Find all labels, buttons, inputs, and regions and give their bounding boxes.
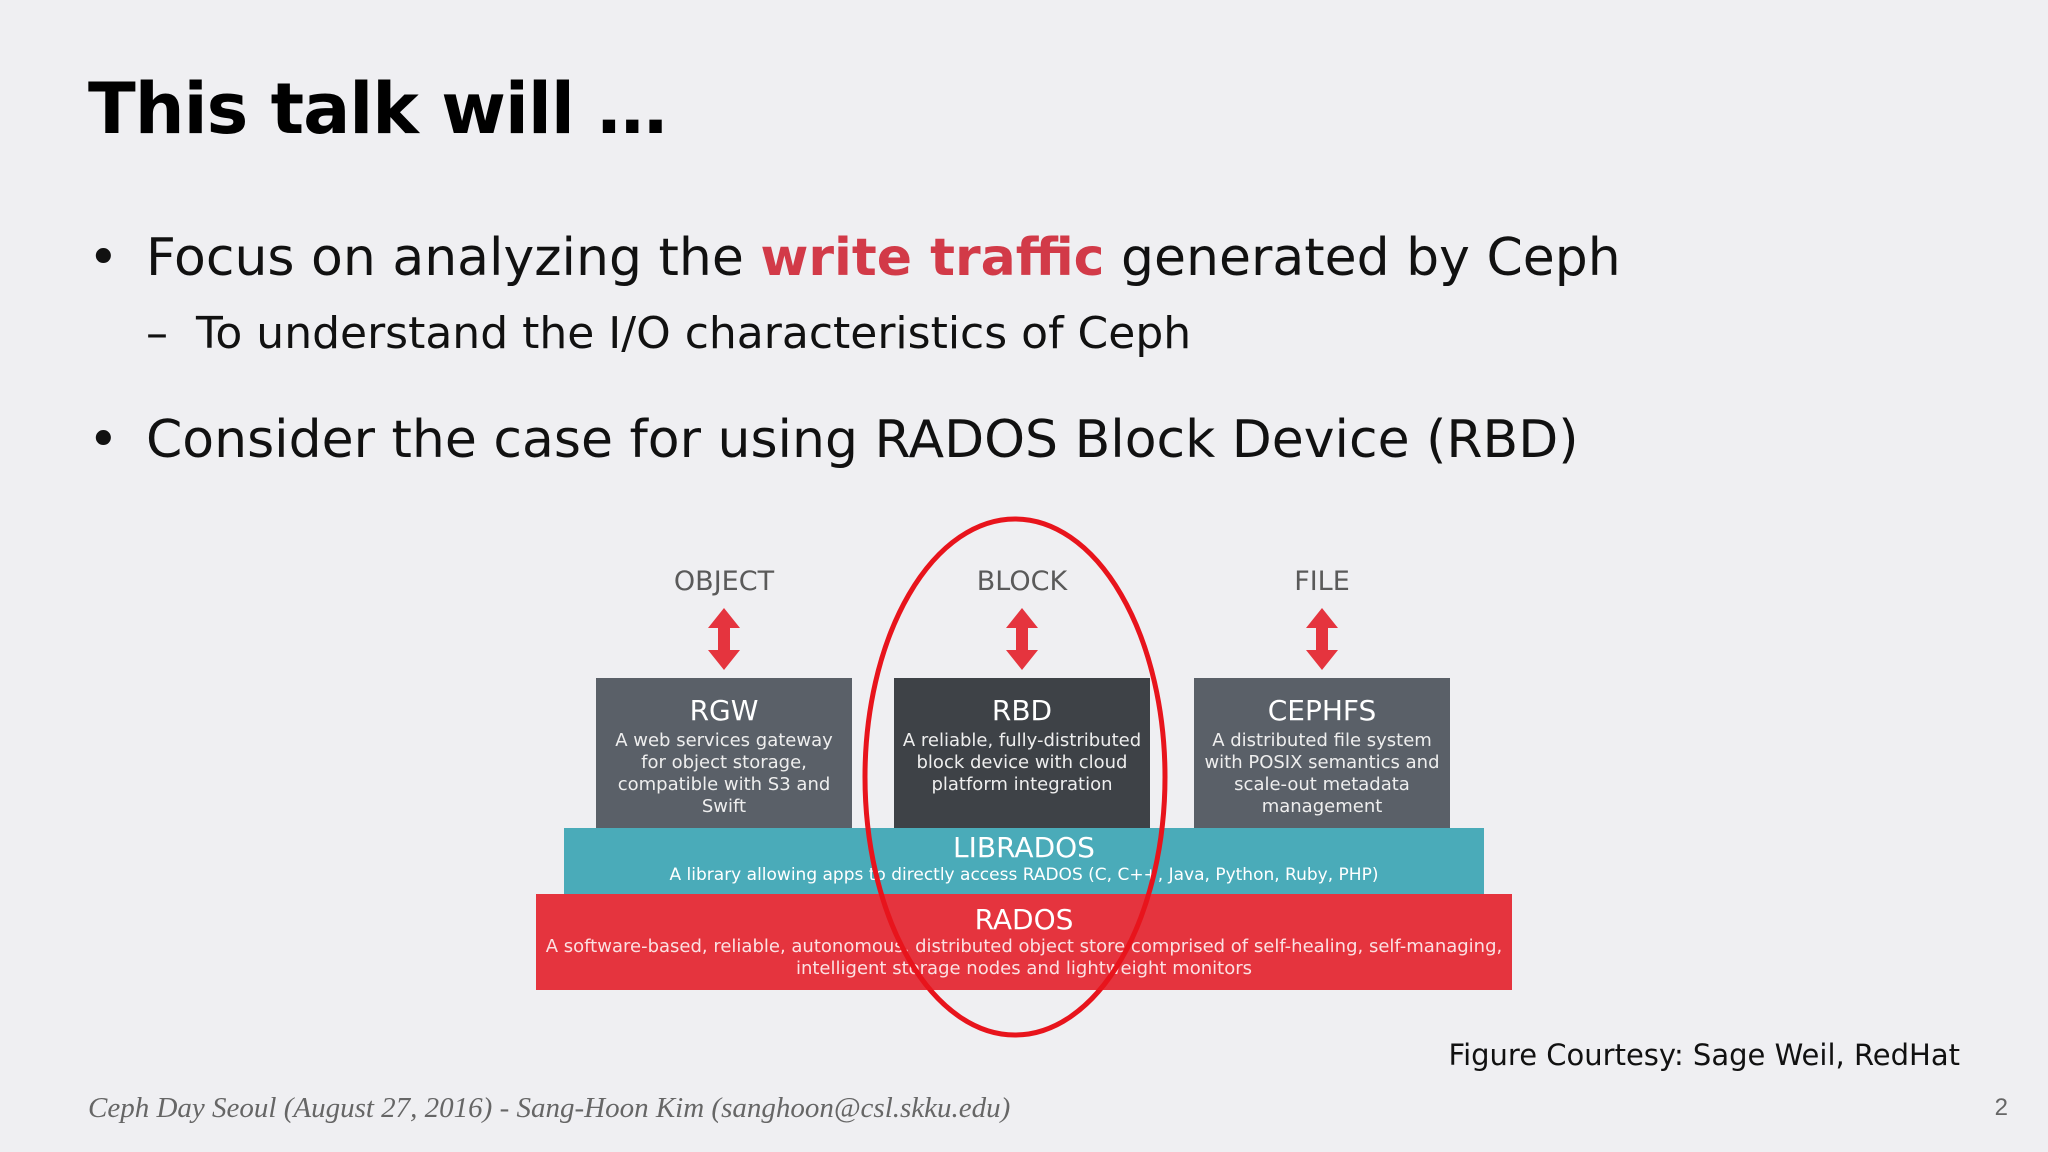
rbd-box: RBD A reliable, fully-distributed block … xyxy=(894,678,1150,828)
librados-desc: A library allowing apps to directly acce… xyxy=(669,865,1379,885)
rados-name: RADOS xyxy=(974,903,1074,936)
bullet-2-text: Consider the case for using RADOS Block … xyxy=(146,410,1579,470)
cephfs-name: CEPHFS xyxy=(1267,694,1377,727)
bullet-marker: • xyxy=(88,228,119,288)
bidirectional-arrow-icon xyxy=(1306,608,1338,670)
librados-name: LIBRADOS xyxy=(953,831,1095,864)
bidirectional-arrow-icon xyxy=(708,608,740,670)
figure-credit: Figure Courtesy: Sage Weil, RedHat xyxy=(1448,1038,1960,1072)
page-number: 2 xyxy=(1994,1094,2008,1121)
object-label: OBJECT xyxy=(673,566,775,597)
bullet-2: • Consider the case for using RADOS Block… xyxy=(88,410,1579,470)
slide-title: This talk will … xyxy=(88,68,667,150)
bullet-marker: • xyxy=(88,410,119,470)
bullet-1: • Focus on analyzing the write traffic ge… xyxy=(88,228,1621,288)
block-label: BLOCK xyxy=(976,566,1068,597)
highlight-circle xyxy=(862,516,1168,1038)
bullet-1-text-after: generated by Ceph xyxy=(1104,228,1621,288)
librados-layer: LIBRADOS A library allowing apps to dire… xyxy=(564,828,1484,894)
bullet-1-highlight: write traffic xyxy=(760,228,1105,288)
ceph-architecture-figure: OBJECT BLOCK FILE RGW A web services gat… xyxy=(536,556,1512,990)
rbd-name: RBD xyxy=(991,694,1053,727)
rgw-name: RGW xyxy=(689,694,759,727)
rados-layer: RADOS A software-based, reliable, autono… xyxy=(536,894,1512,990)
rgw-box: RGW A web services gateway for object st… xyxy=(596,678,852,828)
sub-bullet-marker: – xyxy=(146,308,168,359)
footer: Ceph Day Seoul (August 27, 2016) - Sang-… xyxy=(88,1092,1011,1124)
rbd-desc: A reliable, fully-distributed block devi… xyxy=(902,730,1142,795)
file-label: FILE xyxy=(1294,566,1350,597)
cephfs-desc: A distributed file system with POSIX sem… xyxy=(1204,730,1440,817)
cephfs-box: CEPHFS A distributed file system with PO… xyxy=(1194,678,1450,828)
sub-bullet: –To understand the I/O characteristics o… xyxy=(146,308,1191,359)
bidirectional-arrow-icon xyxy=(1006,608,1038,670)
bullet-1-text-before: Focus on analyzing the xyxy=(146,228,761,288)
rgw-desc: A web services gateway for object storag… xyxy=(615,730,833,817)
sub-bullet-text: To understand the I/O characteristics of… xyxy=(196,308,1192,359)
